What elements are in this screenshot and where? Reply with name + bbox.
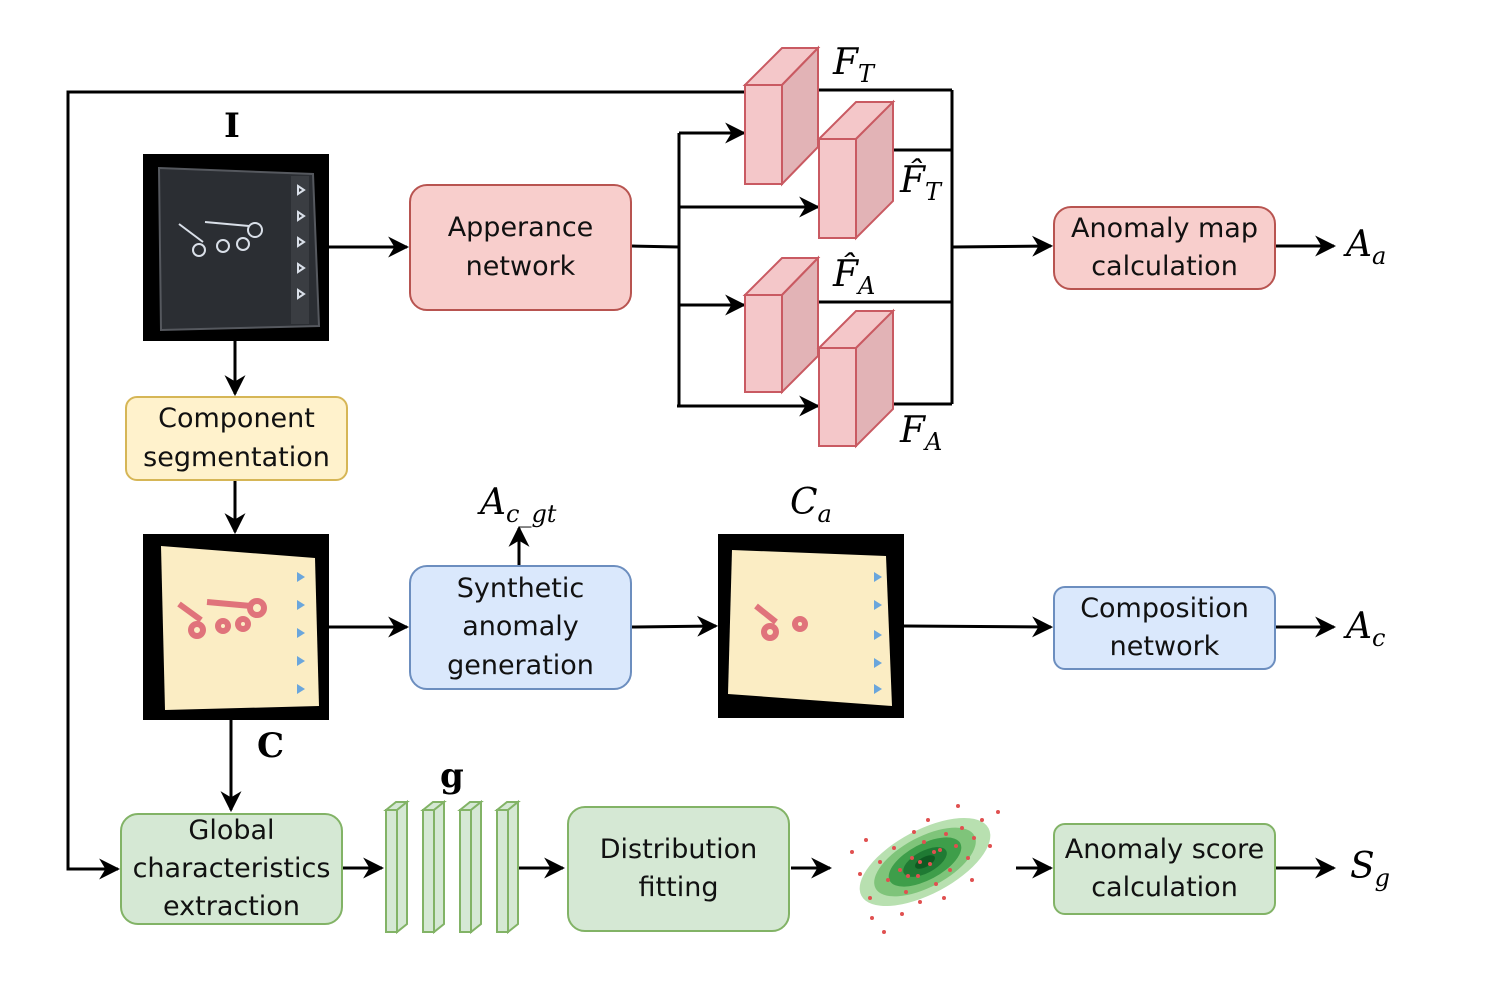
sg-subscript: g [1374,864,1391,892]
synthetic-map-icon [728,550,892,706]
anomaly-map-calculation-box: Anomaly map calculation [1053,206,1276,290]
synthetic-anomaly-generation-box: Synthetic anomaly generation [409,565,632,690]
aa-symbol: A [1346,224,1372,265]
fa-hat-subscript: A [857,272,876,300]
aa-subscript: a [1372,242,1387,270]
sg-symbol: S [1350,846,1375,887]
appearance-split-line [631,244,680,249]
output-sg: Sg [1350,846,1390,892]
ca-symbol: C [790,482,818,523]
global-characteristics-extraction-box: Global characteristics extraction [120,813,343,925]
output-aa: Aa [1346,224,1386,270]
fa-hat-symbol: F̂ [833,254,858,295]
ft-hat-symbol: F̂ [900,160,925,201]
arrow-synthetic-to-ca [631,615,719,637]
label-fa-hat: F̂A [833,254,875,300]
feature-cube-ft [742,45,821,187]
gaussian-distribution-plot [859,817,991,907]
label-ft-hat: F̂T [900,160,941,206]
ac-gt-subscript: c_gt [506,500,557,528]
label-ca: Ca [790,482,832,528]
component-map-image [143,534,329,720]
arrow-to-map-calc [951,235,1054,257]
fa-subscript: A [924,428,943,456]
arrow-ca-to-compnet [903,616,1054,638]
component-map-icon [161,546,319,710]
feature-bar [494,799,521,935]
composition-network-box: Composition network [1053,586,1276,670]
feature-bar [383,799,410,935]
component-segmentation-box: Component segmentation [125,396,348,481]
ft-hat-subscript: T [924,178,941,206]
ac-subscript: c [1372,624,1386,652]
ft-subscript: T [857,60,874,88]
feature-bar [457,799,484,935]
features-label: g [440,756,464,796]
synthetic-component-image [718,534,904,718]
distribution-fitting-box: Distribution fitting [567,806,790,932]
feature-cube-fa-hat [742,255,821,395]
global-loop-line [66,90,745,880]
bag-photo-icon [157,166,321,332]
fa-symbol: F [900,410,925,451]
output-ac-gt: Ac_gt [480,482,556,528]
ca-subscript: a [817,500,832,528]
ac-gt-symbol: A [480,482,506,523]
appearance-network-box: Apperance network [409,184,632,311]
input-image [143,154,329,341]
global-feature-bars [383,799,521,935]
feature-cube-ft-hat [816,99,896,241]
components-label: C [257,726,285,766]
label-fa: FA [900,410,942,456]
image-label: I [224,106,240,146]
ac-symbol: A [1346,606,1372,647]
label-ft: FT [833,42,874,88]
feature-cube-fa [816,308,896,449]
output-ac: Ac [1346,606,1385,652]
distribution-samples [850,804,1000,934]
ft-symbol: F [833,42,858,83]
anomaly-score-calculation-box: Anomaly score calculation [1053,823,1276,915]
feature-bar [420,799,447,935]
